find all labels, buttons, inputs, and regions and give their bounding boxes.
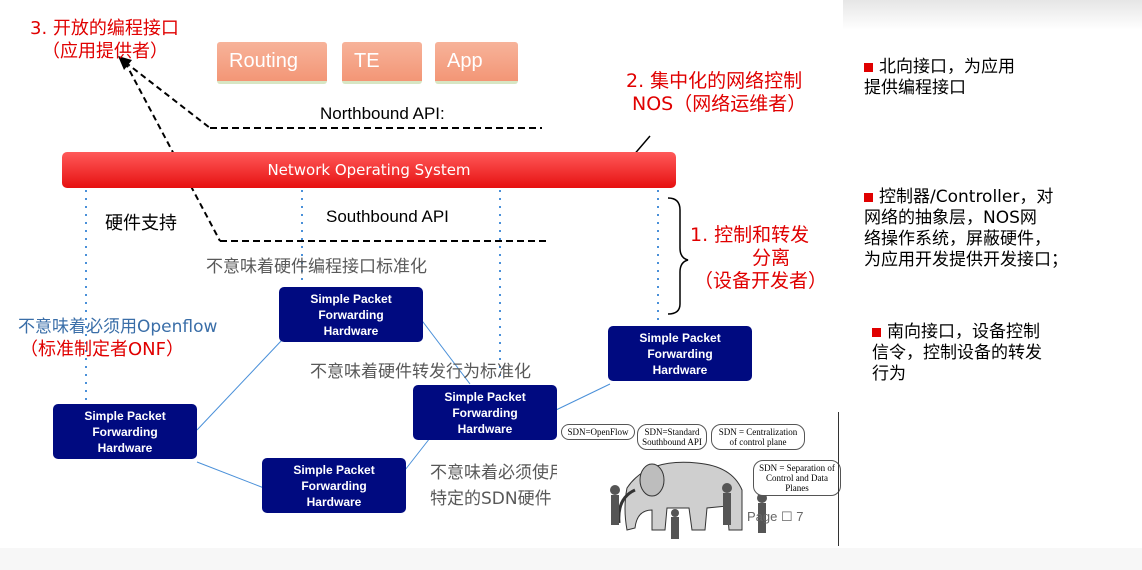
annotation-not-sdn-hw-line2: 特定的SDN硬件 <box>430 489 552 509</box>
hardware-box-4-line2: Forwarding <box>92 424 158 439</box>
bubble-centralization: SDN = Centralization of control plane <box>711 424 805 450</box>
annotation-open-programming: 3. 开放的编程接口 （应用提供者） <box>30 17 179 63</box>
annotation-centralized-line2: NOS（网络运维者） <box>632 93 807 115</box>
red-square-bullet-icon <box>864 62 873 72</box>
elephant-drawing <box>610 461 767 539</box>
bubble-openflow: SDN=OpenFlow <box>561 424 635 440</box>
annotation-separation-line2: 分离 <box>752 247 791 269</box>
nos-label: Network Operating System <box>267 161 471 179</box>
hardware-box-3: Simple Packet Forwarding Hardware <box>413 385 557 440</box>
annotation-not-forwarding: 不意味着硬件转发行为标准化 <box>310 362 531 382</box>
hardware-box-5-line1: Simple Packet <box>293 462 375 477</box>
elephant-illustration: SDN=OpenFlow SDN=Standard Southbound API… <box>557 418 841 546</box>
hardware-box-3-line3: Hardware <box>457 421 513 436</box>
annotation-separation: 1. 控制和转发 分离 （设备开发者） <box>690 224 827 293</box>
panel-shadow <box>843 0 1142 30</box>
hardware-box-2-line3: Hardware <box>652 362 708 377</box>
hardware-box-3-line1: Simple Packet <box>444 389 526 404</box>
hardware-box-2: Simple Packet Forwarding Hardware <box>608 326 752 381</box>
hardware-support-label: 硬件支持 <box>105 213 177 234</box>
hardware-box-4-line3: Hardware <box>97 440 153 455</box>
annotation-not-openflow: 不意味着必须用Openflow <box>18 317 218 337</box>
hardware-box-2-line2: Forwarding <box>647 346 713 361</box>
hardware-box-3-line2: Forwarding <box>452 405 518 420</box>
routing-app: Routing <box>217 42 327 84</box>
southbound-label: Southbound API <box>326 207 449 226</box>
hardware-box-2-line1: Simple Packet <box>639 330 721 345</box>
hardware-box-1-line1: Simple Packet <box>310 291 392 306</box>
note-controller: 控制器/Controller，对 网络的抽象层，NOS网 络操作系统，屏蔽硬件，… <box>864 187 1068 271</box>
te-app: TE <box>342 42 422 84</box>
hardware-box-1-line2: Forwarding <box>318 307 384 322</box>
note-controller-line3: 络操作系统，屏蔽硬件， <box>864 229 1051 249</box>
app-label: App <box>447 50 483 72</box>
routing-label: Routing <box>229 50 298 72</box>
brace <box>667 197 689 315</box>
annotation-separation-line3: （设备开发者） <box>694 270 828 292</box>
app-box: App <box>435 42 518 84</box>
page-number: Page ☐ 7 <box>747 509 804 524</box>
annotation-open-programming-line2: （应用提供者） <box>42 41 168 62</box>
note-northbound-line1: 北向接口，为应用 <box>879 57 1015 77</box>
bubble-separation: SDN = Separation of Control and Data Pla… <box>753 460 841 496</box>
hardware-box-1-line3: Hardware <box>323 323 379 338</box>
hardware-box-4: Simple Packet Forwarding Hardware <box>53 404 197 459</box>
note-southbound-line1: 南向接口，设备控制 <box>887 322 1040 342</box>
annotation-centralized: 2. 集中化的网络控制 NOS（网络运维者） <box>626 70 806 116</box>
notes-panel <box>843 0 1142 570</box>
link-b <box>419 317 471 385</box>
annotation-not-sdn-hw-line1: 不意味着必须使用 <box>430 463 566 483</box>
link-e <box>555 383 611 411</box>
hardware-box-1: Simple Packet Forwarding Hardware <box>279 287 423 342</box>
link-c <box>196 461 265 489</box>
note-controller-line2: 网络的抽象层，NOS网 <box>864 208 1037 228</box>
nos-bar: Network Operating System <box>62 152 676 188</box>
link-a <box>196 339 283 431</box>
northbound-label: Northbound API: <box>320 104 445 123</box>
bubble-southbound-api: SDN=Standard Southbound API <box>637 424 707 450</box>
red-square-bullet-icon <box>864 192 873 202</box>
hardware-box-4-line1: Simple Packet <box>84 408 166 423</box>
red-square-bullet-icon <box>872 327 881 337</box>
pointer-dash-2 <box>124 61 221 242</box>
note-northbound: 北向接口，为应用 提供编程接口 <box>864 57 1015 99</box>
te-label: TE <box>354 50 380 72</box>
note-southbound-line3: 行为 <box>872 364 906 384</box>
hardware-box-5-line3: Hardware <box>306 494 362 509</box>
pointer-arrowhead <box>118 56 132 70</box>
slide-edge <box>838 412 839 546</box>
annotation-open-programming-line1: 3. 开放的编程接口 <box>30 18 179 39</box>
link-d <box>404 437 431 471</box>
bottom-bar <box>0 548 1142 570</box>
note-southbound: 南向接口，设备控制 信令，控制设备的转发 行为 <box>872 322 1042 385</box>
annotation-not-hw-api: 不意味着硬件编程接口标准化 <box>206 257 427 277</box>
annotation-centralized-line1: 2. 集中化的网络控制 <box>626 70 803 92</box>
hardware-box-5-line2: Forwarding <box>301 478 367 493</box>
note-controller-line4: 为应用开发提供开发接口； <box>864 250 1068 270</box>
note-controller-line1: 控制器/Controller，对 <box>879 187 1054 207</box>
annotation-separation-line1: 1. 控制和转发 <box>690 224 810 246</box>
pointer-dash-1 <box>124 61 211 129</box>
hardware-box-5: Simple Packet Forwarding Hardware <box>262 458 406 513</box>
note-northbound-line2: 提供编程接口 <box>864 78 966 98</box>
annotation-onf: （标准制定者ONF） <box>20 339 184 360</box>
annotation-not-sdn-hw: 不意味着必须使用 特定的SDN硬件 <box>430 460 566 512</box>
note-southbound-line2: 信令，控制设备的转发 <box>872 343 1042 363</box>
